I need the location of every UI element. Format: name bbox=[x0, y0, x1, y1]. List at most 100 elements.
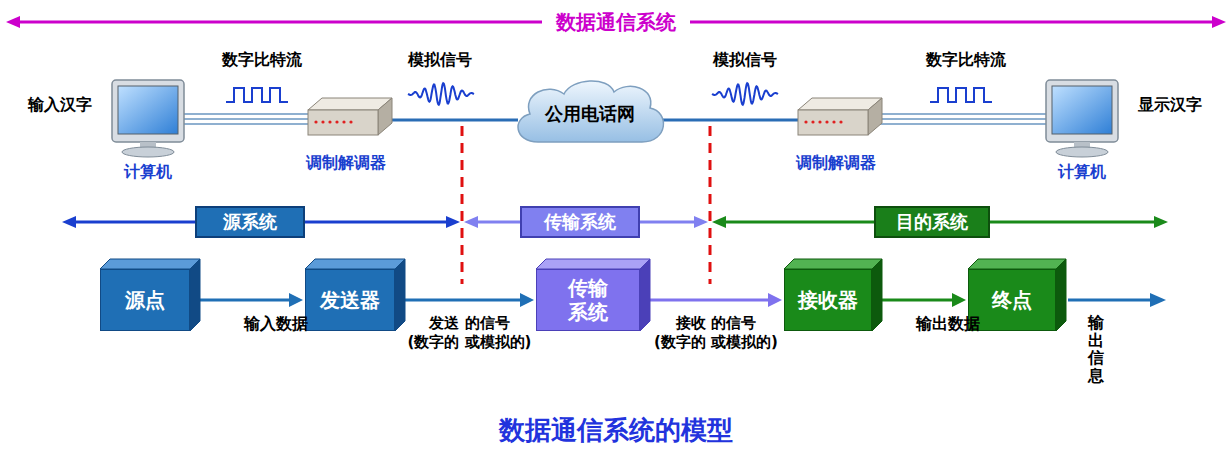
arrow-head bbox=[62, 216, 76, 228]
monitor-screen bbox=[118, 86, 178, 134]
modem-side bbox=[868, 98, 882, 135]
text-label: 数字比特流 bbox=[926, 50, 1006, 71]
arrow-head bbox=[289, 293, 303, 307]
flow-line bbox=[200, 299, 291, 302]
process-block: 接收器 bbox=[784, 269, 872, 331]
bit-stream-wave bbox=[930, 88, 992, 102]
flow-arrow bbox=[405, 293, 534, 307]
monitor-frame bbox=[1046, 80, 1118, 142]
network-cloud: 公用电话网 bbox=[510, 76, 670, 152]
boundary-dash bbox=[461, 126, 464, 284]
block-side bbox=[395, 259, 405, 331]
system-box: 目的系统 bbox=[874, 206, 990, 238]
monitor-base bbox=[122, 147, 174, 157]
arrow-head bbox=[464, 216, 478, 228]
computer-icon bbox=[112, 80, 184, 157]
arrow-head bbox=[712, 216, 726, 228]
text-label: 调制解调器 bbox=[306, 153, 386, 174]
block-side bbox=[1056, 259, 1066, 331]
process-block: 终点 bbox=[968, 269, 1056, 331]
flow-line bbox=[405, 299, 522, 302]
cable-line bbox=[184, 123, 308, 125]
led-dot bbox=[825, 120, 828, 123]
modem-leds bbox=[314, 120, 352, 123]
edge-label: 输出数据 bbox=[916, 314, 932, 334]
arrow-head bbox=[520, 293, 534, 307]
flow-arrow bbox=[650, 293, 782, 307]
node-label: 目的系统 bbox=[896, 211, 968, 233]
cable-line bbox=[880, 123, 1046, 125]
caption: 数据通信系统的模型 bbox=[499, 413, 733, 448]
node-label: 接收器 bbox=[798, 288, 858, 312]
block-top bbox=[305, 259, 405, 269]
block-side bbox=[640, 259, 650, 331]
node-label: 传输系统 bbox=[544, 211, 616, 233]
modem-front bbox=[798, 110, 868, 135]
analog-wave bbox=[712, 83, 778, 105]
output-line bbox=[1068, 299, 1152, 302]
modem-front bbox=[308, 110, 378, 135]
block-top bbox=[784, 259, 882, 269]
block-side bbox=[872, 259, 882, 331]
monitor-frame bbox=[112, 80, 184, 142]
node-label: 发送器 bbox=[320, 288, 380, 312]
led-dot bbox=[811, 120, 814, 123]
text-label: 计算机 bbox=[124, 162, 172, 183]
monitor-screen bbox=[1052, 86, 1112, 134]
block-top bbox=[968, 259, 1066, 269]
arrow-head bbox=[1154, 216, 1168, 228]
flow-arrow bbox=[882, 293, 966, 307]
led-dot bbox=[832, 120, 835, 123]
arrow-head bbox=[446, 216, 460, 228]
text-label: 调制解调器 bbox=[796, 153, 876, 174]
block-top bbox=[100, 259, 200, 269]
text-label: 模拟信号 bbox=[713, 50, 777, 71]
system-box: 源系统 bbox=[195, 206, 305, 238]
edge-label: 接收 的信号(数字的 或模拟的) bbox=[651, 314, 781, 352]
arrow-head bbox=[1150, 293, 1166, 307]
text-label: 计算机 bbox=[1058, 162, 1106, 183]
node-label: 公用电话网 bbox=[545, 103, 635, 125]
led-dot bbox=[321, 120, 324, 123]
node-label: 终点 bbox=[992, 288, 1032, 312]
process-block: 源点 bbox=[100, 269, 190, 331]
edge-label: 发送 的信号(数字的 或模拟的) bbox=[405, 314, 535, 352]
led-dot bbox=[349, 120, 352, 123]
led-dot bbox=[335, 120, 338, 123]
block-top bbox=[536, 259, 650, 269]
output-arrow bbox=[1068, 293, 1166, 307]
system-box: 传输系统 bbox=[520, 206, 640, 238]
led-dot bbox=[804, 120, 807, 123]
node-label: 传输 系统 bbox=[563, 276, 613, 324]
led-dot bbox=[342, 120, 345, 123]
cable-line bbox=[184, 118, 308, 120]
led-dot bbox=[314, 120, 317, 123]
monitor-base bbox=[1056, 147, 1108, 157]
node-label: 源点 bbox=[125, 288, 165, 312]
arrow-head bbox=[6, 16, 20, 28]
flow-line bbox=[882, 299, 954, 302]
phone-line-segment bbox=[662, 119, 798, 122]
arrow-head bbox=[768, 293, 782, 307]
bit-stream-wave bbox=[226, 88, 288, 102]
text-label: 数字比特流 bbox=[222, 50, 302, 71]
computer-icon bbox=[1046, 80, 1118, 157]
node-label: 源系统 bbox=[223, 211, 277, 233]
phone-line-segment bbox=[388, 119, 518, 122]
cable-line bbox=[880, 118, 1046, 120]
cloud-outline bbox=[518, 81, 663, 142]
title: 数据通信系统 bbox=[542, 9, 690, 36]
led-dot bbox=[818, 120, 821, 123]
led-dot bbox=[328, 120, 331, 123]
arrow-head bbox=[952, 293, 966, 307]
process-block: 传输 系统 bbox=[536, 269, 640, 331]
block-side bbox=[190, 259, 200, 331]
modem-leds bbox=[804, 120, 842, 123]
modem-side bbox=[378, 98, 392, 135]
modem-icon bbox=[798, 98, 882, 135]
text-label: 输入汉字 bbox=[28, 95, 92, 116]
arrow-head bbox=[694, 216, 708, 228]
text-label: 模拟信号 bbox=[408, 50, 472, 71]
modem-icon bbox=[308, 98, 392, 135]
